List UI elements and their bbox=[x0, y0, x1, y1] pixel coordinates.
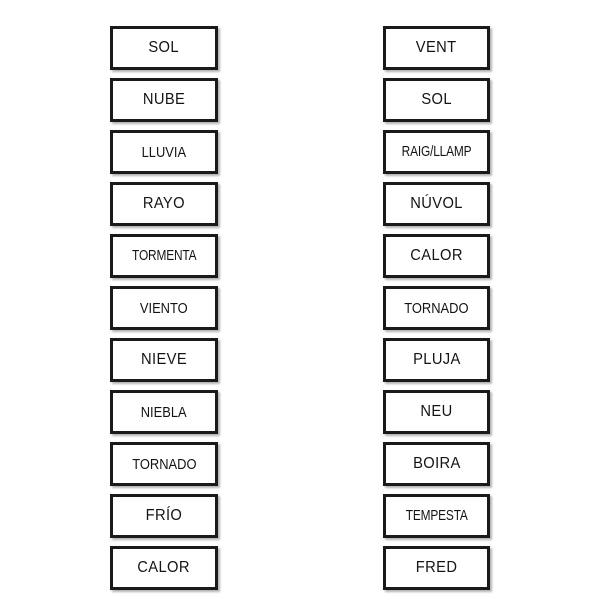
word-card[interactable]: SOL bbox=[383, 78, 490, 122]
word-card-label: NÚVOL bbox=[410, 195, 463, 212]
word-card-label: RAYO bbox=[142, 195, 186, 212]
word-card[interactable]: NIEVE bbox=[110, 338, 218, 382]
word-card-label: FRED bbox=[415, 559, 458, 576]
word-card-label: SOL bbox=[148, 39, 180, 56]
word-card[interactable]: NUBE bbox=[110, 78, 218, 122]
word-card-label: NIEVE bbox=[140, 351, 187, 368]
word-card[interactable]: PLUJA bbox=[383, 338, 490, 382]
word-card[interactable]: NEU bbox=[383, 390, 490, 434]
word-card-label: NIEBLA bbox=[141, 403, 187, 421]
word-card-label: NUBE bbox=[142, 91, 186, 108]
word-card-label: TEMPESTA bbox=[405, 507, 468, 524]
word-card-label: NEU bbox=[420, 403, 453, 420]
word-card-label: VIENTO bbox=[140, 299, 188, 317]
word-card[interactable]: TORMENTA bbox=[110, 234, 218, 278]
word-card-label: VENT bbox=[416, 39, 457, 56]
word-card[interactable]: VENT bbox=[383, 26, 490, 70]
word-card[interactable]: RAYO bbox=[110, 182, 218, 226]
word-card-label: TORNADO bbox=[404, 299, 469, 317]
word-card-label: SOL bbox=[421, 91, 452, 108]
word-column-right: VENT SOL RAIG/LLAMP NÚVOL CALOR TORNADO … bbox=[383, 26, 490, 590]
word-card[interactable]: TORNADO bbox=[383, 286, 490, 330]
word-card[interactable]: TEMPESTA bbox=[383, 494, 490, 538]
word-card-label: RAIG/LLAMP bbox=[401, 143, 472, 160]
word-card[interactable]: FRÍO bbox=[110, 494, 218, 538]
word-card-label: PLUJA bbox=[412, 351, 461, 368]
word-card[interactable]: CALOR bbox=[110, 546, 218, 590]
word-card[interactable]: CALOR bbox=[383, 234, 490, 278]
word-card-label: FRÍO bbox=[145, 507, 183, 524]
word-card[interactable]: BOIRA bbox=[383, 442, 490, 486]
word-card[interactable]: SOL bbox=[110, 26, 218, 70]
word-card-label: BOIRA bbox=[412, 455, 461, 472]
word-card-label: TORNADO bbox=[131, 455, 197, 473]
word-card-label: CALOR bbox=[410, 247, 463, 264]
word-card[interactable]: TORNADO bbox=[110, 442, 218, 486]
word-card[interactable]: VIENTO bbox=[110, 286, 218, 330]
word-card-label: LLUVIA bbox=[141, 143, 187, 161]
word-card[interactable]: LLUVIA bbox=[110, 130, 218, 174]
word-card-label: CALOR bbox=[137, 559, 191, 576]
word-card-label: TORMENTA bbox=[131, 247, 197, 264]
word-card[interactable]: NÚVOL bbox=[383, 182, 490, 226]
word-card[interactable]: FRED bbox=[383, 546, 490, 590]
word-column-left: SOL NUBE LLUVIA RAYO TORMENTA VIENTO NIE… bbox=[110, 26, 218, 590]
word-card[interactable]: NIEBLA bbox=[110, 390, 218, 434]
word-card[interactable]: RAIG/LLAMP bbox=[383, 130, 490, 174]
